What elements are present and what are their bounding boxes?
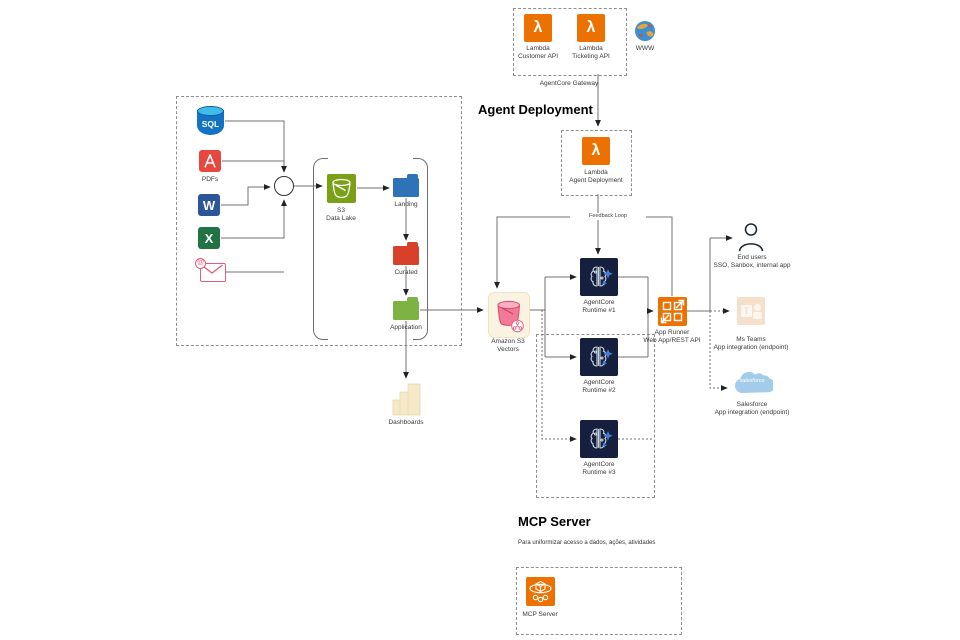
data-sources-box <box>176 96 462 346</box>
ms-teams-icon: T <box>737 297 765 325</box>
agentcore-gateway-label: AgentCore Gateway <box>539 80 599 87</box>
word-glyph: W <box>202 197 216 213</box>
mcp-server-heading: MCP Server <box>518 514 591 529</box>
agentcore-runtime-3-icon <box>580 420 618 458</box>
salesforce-cloud-text: salesforce <box>739 378 765 384</box>
lambda-customer-api-icon: λ <box>524 14 552 42</box>
salesforce-icon: salesforce <box>731 369 776 397</box>
email-icon: @ <box>195 258 226 282</box>
sql-glyph: SQL <box>201 119 220 129</box>
pdf-icon <box>199 150 221 172</box>
datalake-bracket-left <box>313 158 328 340</box>
landing-folder-icon <box>393 174 419 197</box>
pdfs-label: PDFs <box>201 176 219 183</box>
salesforce-label: Salesforce App integration (endpoint) <box>714 401 790 417</box>
end-users-label: End users SSO, Sanbox, internal app <box>713 254 791 270</box>
datalake-bracket-right <box>413 158 428 340</box>
agent-deployment-heading: Agent Deployment <box>478 102 593 117</box>
word-icon: W <box>198 194 220 216</box>
s3-data-lake-icon <box>327 174 356 203</box>
s3-vectors-label: Amazon S3 Vectors <box>491 338 525 354</box>
curated-label: Curated <box>394 269 418 276</box>
lambda-agent-deployment-label: Lambda Agent Deployment <box>569 169 623 185</box>
globe-icon <box>634 20 656 42</box>
mcp-server-box <box>516 567 682 635</box>
app-runner-label: App Runner Web App/REST API <box>643 329 701 345</box>
mcp-server-label: MCP Server <box>522 611 558 618</box>
lambda-glyph: λ <box>591 142 601 159</box>
landing-label: Landing <box>394 201 418 208</box>
runtime-group-box <box>536 334 655 498</box>
agentcore-runtime-1-icon <box>580 258 618 296</box>
agentcore-runtime-2-label: AgentCore Runtime #2 <box>582 379 616 395</box>
s3-vectors-icon <box>488 292 530 338</box>
at-glyph: @ <box>195 258 206 269</box>
curated-folder-icon <box>393 242 419 265</box>
lambda-glyph: λ <box>533 19 543 36</box>
excel-icon: X <box>198 227 220 249</box>
end-users-icon <box>737 221 765 253</box>
sql-database-icon: SQL <box>197 106 224 136</box>
application-folder-icon <box>393 297 419 320</box>
agentcore-runtime-2-icon <box>580 338 618 376</box>
s3-data-lake-label: S3 Data Lake <box>326 207 356 223</box>
dashboards-icon <box>392 383 421 416</box>
agent-deployment-box <box>561 130 632 196</box>
ms-teams-label: Ms Teams App integration (endpoint) <box>713 336 789 352</box>
agentcore-gateway-box <box>513 8 627 76</box>
mcp-subtitle: Para uniformizar acesso a dados, ações, … <box>518 540 656 546</box>
agentcore-runtime-1-label: AgentCore Runtime #1 <box>582 299 616 315</box>
agentcore-runtime-3-label: AgentCore Runtime #3 <box>582 461 616 477</box>
feedback-loop-label: Feedback Loop <box>570 213 646 221</box>
lambda-customer-api-label: Lambda Customer API <box>517 45 559 61</box>
lambda-glyph: λ <box>586 19 596 36</box>
merge-junction <box>274 176 294 196</box>
lambda-ticketing-api-label: Lambda Ticketing API <box>572 45 610 61</box>
excel-glyph: X <box>204 230 214 246</box>
application-label: Application <box>390 324 422 331</box>
lambda-ticketing-api-icon: λ <box>577 14 605 42</box>
mcp-server-icon <box>526 577 555 606</box>
lambda-agent-deployment-icon: λ <box>582 137 610 165</box>
www-label: WWW <box>635 45 655 52</box>
app-runner-icon <box>658 297 687 326</box>
dashboards-label: Dashboards <box>388 419 424 426</box>
